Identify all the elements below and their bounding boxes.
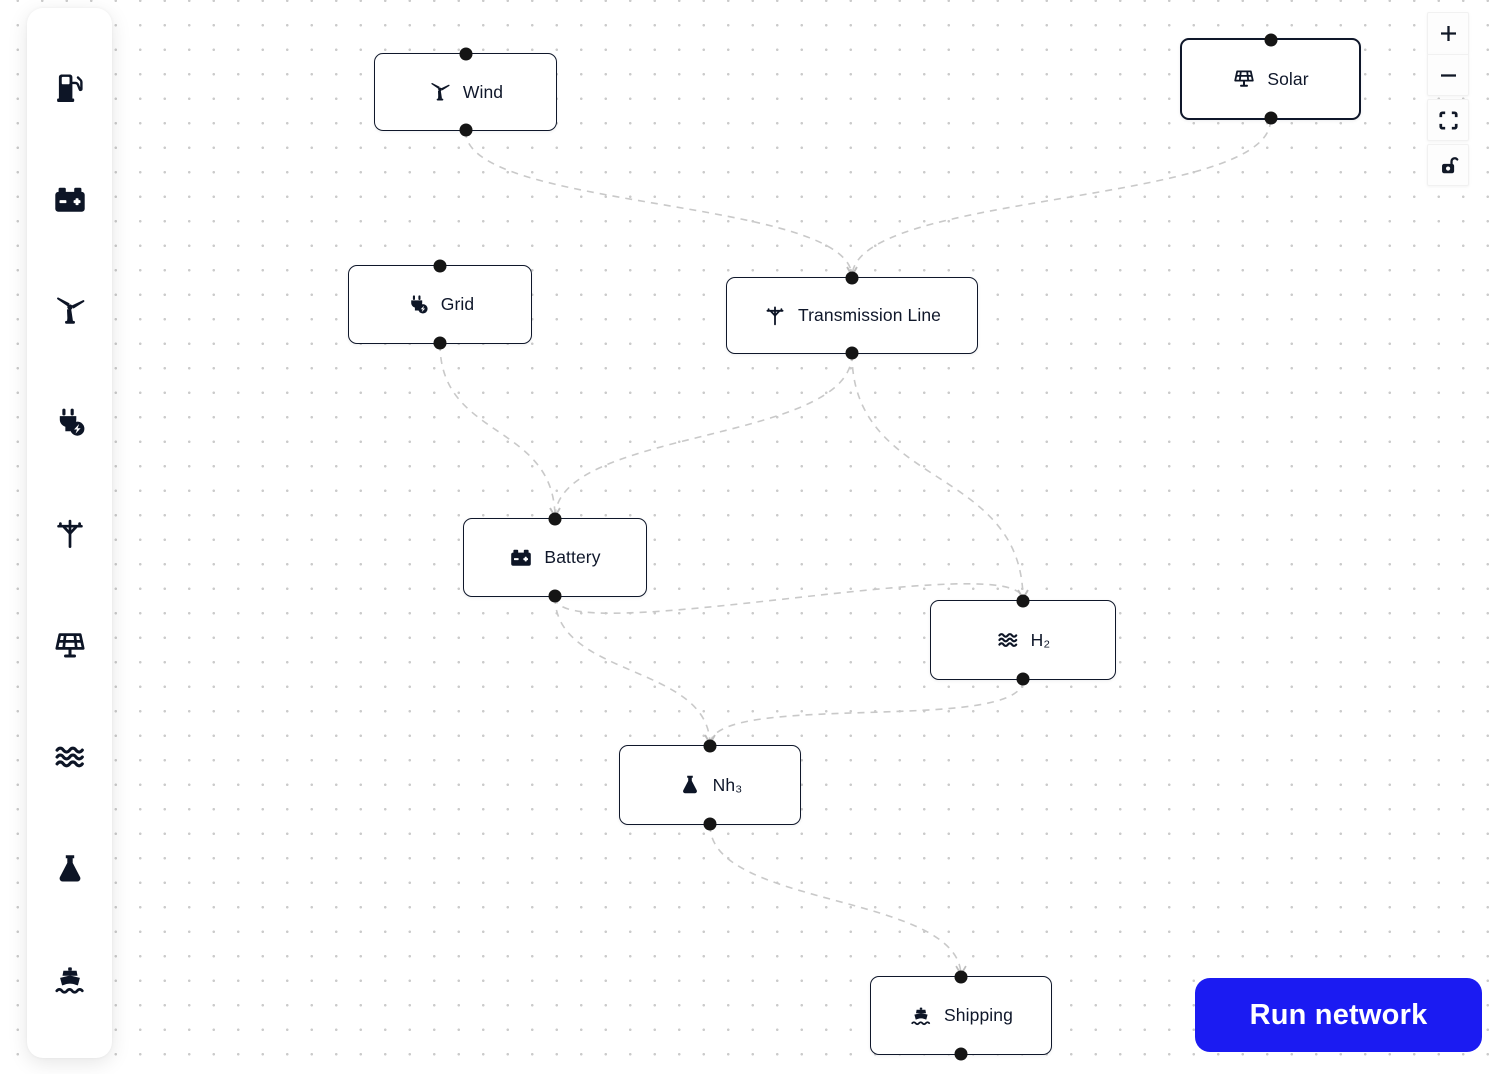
source-handle[interactable] [703,817,717,831]
source-handle[interactable] [459,123,472,137]
node-solar[interactable]: Solar [1180,33,1361,125]
palette-item-fuel[interactable] [50,70,90,106]
ship-icon [911,1007,931,1025]
canvas-controls [1427,12,1469,189]
node-label: H₂ [1030,629,1051,650]
plug-bolt-icon [410,294,428,313]
node-label: Transmission Line [797,305,942,325]
node-label: Shipping [944,1005,1013,1025]
target-handle[interactable] [433,259,447,273]
utility-pole-icon [766,306,784,325]
source-handle[interactable] [1264,111,1277,125]
node-shipping[interactable]: Shipping [870,970,1052,1061]
node-grid[interactable]: Grid [348,259,532,350]
zoom-in-button[interactable] [1427,12,1469,54]
edge-wind-transmission-line[interactable] [464,130,858,278]
node-label: Grid [440,294,475,314]
flask-icon [682,775,697,794]
ship-icon [54,967,84,994]
car-battery-icon [511,549,532,566]
edge-nh3-shipping[interactable] [709,824,967,977]
node-label: Wind [462,81,504,102]
node-label: Battery [544,547,601,567]
target-handle[interactable] [459,47,472,61]
utility-pole-icon [56,519,83,548]
source-handle[interactable] [1016,672,1030,686]
edge-h2-nh3[interactable] [704,679,1024,746]
solar-panel-icon [54,632,85,658]
node-label: Nh₃ [712,774,743,795]
target-handle[interactable] [703,739,717,753]
palette-item-grid[interactable] [50,405,90,441]
toggle-interactivity-button[interactable] [1427,144,1469,186]
target-handle[interactable] [1264,33,1277,47]
water-waves-icon [55,746,84,768]
plug-bolt-icon [59,408,84,436]
water-waves-icon [998,633,1017,647]
node-h2[interactable]: H₂ [930,594,1116,686]
edge-battery-nh3[interactable] [554,596,716,746]
node-battery[interactable]: Battery [463,512,647,603]
palette-item-battery[interactable] [50,182,90,218]
source-handle[interactable] [845,346,859,360]
run-network-button[interactable]: Run network [1195,978,1482,1052]
palette-item-transmission-line[interactable] [50,516,90,552]
wind-turbine-icon [56,297,84,324]
flask-icon [59,854,80,881]
zoom-out-button[interactable] [1427,54,1469,96]
node-label: Solar [1267,68,1309,89]
wind-turbine-icon [431,83,450,101]
fit-view-icon [1438,110,1458,130]
lock-open-icon [1441,156,1458,173]
minus-icon [1440,73,1456,77]
node-palette [27,8,112,1058]
node-transmission-line[interactable]: Transmission Line [726,271,978,360]
plus-icon [1440,26,1456,41]
palette-item-h2[interactable] [50,739,90,775]
target-handle[interactable] [1016,594,1030,608]
palette-item-shipping[interactable] [50,962,90,998]
edge-transmission-line-battery[interactable] [549,353,853,519]
edge-solar-transmission-line[interactable] [846,119,1272,278]
source-handle[interactable] [433,336,447,350]
car-battery-icon [54,187,85,212]
source-handle[interactable] [954,1047,968,1061]
node-wind[interactable]: Wind [374,47,557,137]
gas-pump-icon [56,74,83,102]
target-handle[interactable] [548,512,562,526]
fit-view-button[interactable] [1427,99,1469,141]
target-handle[interactable] [954,970,968,984]
palette-item-nh3[interactable] [50,851,90,887]
palette-item-wind[interactable] [50,293,90,329]
edge-grid-battery[interactable] [439,343,561,519]
source-handle[interactable] [548,589,562,603]
edge-battery-h2[interactable] [554,583,1029,614]
target-handle[interactable] [845,271,859,285]
edge-transmission-line-h2[interactable] [851,353,1029,601]
solar-panel-icon [1234,70,1255,87]
palette-item-solar[interactable] [50,628,90,664]
node-nh3[interactable]: Nh₃ [619,739,801,831]
